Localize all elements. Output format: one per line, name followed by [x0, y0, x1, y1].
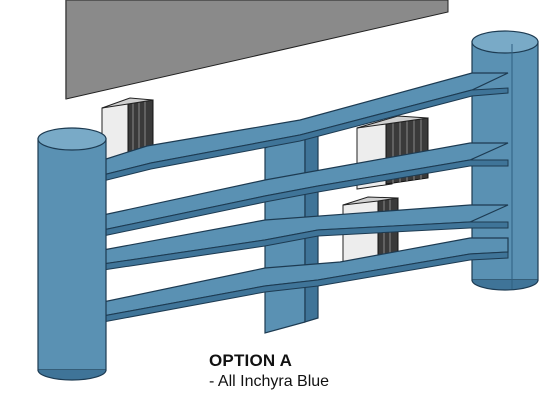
shelf-upper-middle — [102, 142, 509, 237]
option-title: OPTION A — [209, 351, 293, 370]
book-stack-top-left — [101, 97, 154, 166]
shelf-bottom — [102, 237, 509, 323]
left-end-cylinder — [37, 127, 107, 381]
shelf-lower-middle — [102, 204, 509, 271]
tv-screen — [65, 0, 449, 100]
shelf-top — [102, 72, 509, 182]
finish-note: - All Inchyra Blue — [209, 373, 330, 390]
option-caption: OPTION A - All Inchyra Blue — [209, 350, 329, 392]
